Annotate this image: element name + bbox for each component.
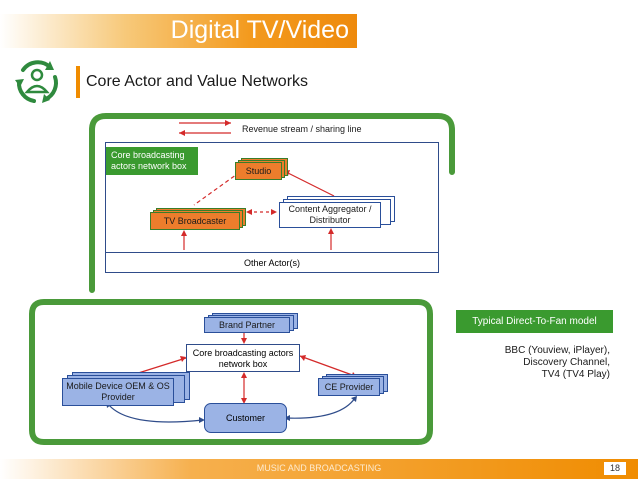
- studio-node: Studio: [235, 158, 288, 180]
- content-aggregator-label: Content Aggregator / Distributor: [288, 204, 372, 225]
- page-title: Digital TV/Video: [170, 16, 349, 44]
- legend-arrows: [179, 120, 231, 136]
- subtitle-accent-bar: [76, 66, 80, 98]
- page-number: 18: [604, 462, 626, 475]
- core-network-box: Core broadcasting actors network box: [186, 344, 300, 372]
- title-banner: Digital TV/Video: [0, 14, 357, 48]
- bottom-network-frame: [29, 299, 433, 445]
- brand-partner-label: Brand Partner: [218, 319, 276, 330]
- example-line: Discovery Channel,: [523, 357, 610, 368]
- content-aggregator-node: Content Aggregator / Distributor: [279, 196, 395, 230]
- other-actors-box: Other Actor(s): [105, 252, 439, 273]
- top-network-frame: [89, 113, 455, 293]
- ce-provider-node: CE Provider: [318, 374, 388, 396]
- mobile-oem-node: Mobile Device OEM & OS Provider: [62, 372, 190, 406]
- tv-broadcaster-label: TV Broadcaster: [163, 215, 227, 226]
- example-line: BBC (Youview, iPlayer),: [504, 345, 610, 356]
- brand-partner-node: Brand Partner: [204, 313, 298, 333]
- footer-text: MUSIC AND BROADCASTING: [256, 463, 382, 473]
- person-cycle-icon: [15, 60, 58, 103]
- direct-to-fan-examples: BBC (Youview, iPlayer), Discovery Channe…: [440, 345, 610, 381]
- core-box-label: Core broadcasting actors network box: [106, 147, 198, 175]
- section-subtitle: Core Actor and Value Networks: [86, 73, 309, 90]
- direct-to-fan-badge: Typical Direct-To-Fan model: [456, 310, 613, 333]
- tv-broadcaster-node: TV Broadcaster: [150, 208, 246, 232]
- footer-bar: [0, 459, 638, 479]
- example-line: TV4 (TV4 Play): [541, 369, 610, 380]
- legend-revenue-label: Revenue stream / sharing line: [242, 124, 362, 134]
- customer-node: Customer: [204, 403, 287, 433]
- ce-provider-label: CE Provider: [324, 381, 374, 392]
- studio-label: Studio: [245, 165, 272, 176]
- mobile-oem-label: Mobile Device OEM & OS Provider: [66, 381, 170, 402]
